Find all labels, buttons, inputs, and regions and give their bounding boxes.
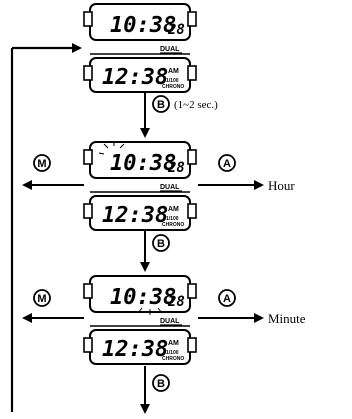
result-hour: Hour [268,178,295,193]
b-button-icon [152,374,170,392]
a-button-icon [218,289,236,307]
chrono-label: CHRONO [162,222,184,228]
ampm-label: AM [168,68,179,75]
flash-rays-minute [137,307,163,315]
step-arrow-2: B [140,229,170,272]
bottom-time: 12:38 [102,337,168,362]
step-button-label: B [157,238,165,250]
flash-rays-hour [98,141,125,155]
a-button-label: A [223,158,231,170]
watch-display-3: 10:38 28 DUAL 12:38 AM 1/100 CHRONO [83,275,197,365]
top-time: 10:38 [110,13,176,38]
step-arrow-3: B [140,366,170,414]
top-time: 10:38 [110,285,176,310]
chrono-label: CHRONO [162,84,184,90]
m-button-icon [33,154,51,172]
side-controls-3: M A Minute [22,289,306,326]
m-button-label: M [37,158,46,170]
watch-display-2: 10:38 28 DUAL 12:38 AM 1/100 CHRONO [83,141,197,231]
step-button-label: B [157,378,165,390]
step-note: (1~2 sec.) [174,99,218,111]
a-button-icon [218,154,236,172]
top-seconds: 28 [167,160,185,176]
top-seconds: 28 [167,294,185,310]
b-button-icon [152,95,170,113]
result-minute: Minute [268,311,306,326]
mode-label: DUAL [160,318,180,325]
b-button-icon [152,234,170,252]
mode-label: DUAL [160,46,180,53]
bottom-time: 12:38 [102,203,168,228]
chrono-fraction: 1/100 [166,216,179,222]
side-controls-2: M A Hour [22,154,295,193]
step-arrow-1: B (1~2 sec.) [140,92,218,138]
chrono-fraction: 1/100 [166,350,179,356]
ampm-label: AM [168,340,179,347]
chrono-label: CHRONO [162,356,184,362]
chrono-fraction: 1/100 [166,78,179,84]
ampm-label: AM [168,206,179,213]
bottom-time: 12:38 [102,65,168,90]
return-loop [10,43,82,412]
m-button-icon [33,289,51,307]
a-button-label: A [223,293,231,305]
mode-label: DUAL [160,184,180,191]
step-button-label: B [157,99,165,111]
m-button-label: M [37,293,46,305]
top-time: 10:38 [110,151,176,176]
watch-display-1: 10:38 28 DUAL 12:38 AM 1/100 CHRONO [83,3,197,93]
top-seconds: 28 [167,22,185,38]
